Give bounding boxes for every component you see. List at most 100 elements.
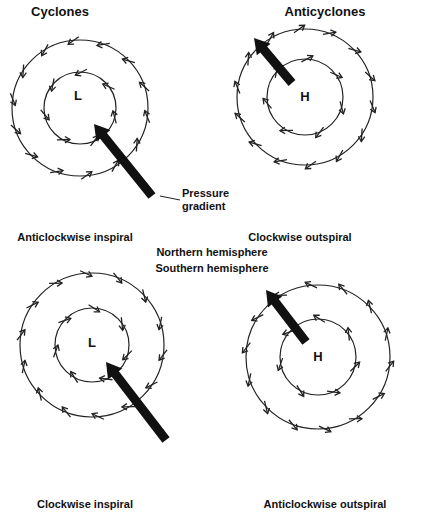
pressure-gradient-arrow [94,124,156,199]
wind-arrow [305,161,316,168]
isobar-circle [246,285,390,429]
wind-arrow [267,33,273,44]
wind-arrowhead [345,328,351,333]
wind-arrowhead [249,140,255,146]
wind-arrowhead [305,163,311,168]
wind-arrowhead [157,324,163,330]
wind-arrowhead [57,280,62,286]
wind-arrowhead [263,98,269,104]
pressure-gradient-arrow [106,362,170,443]
wind-arrow [252,315,264,321]
wind-arrow [112,160,118,171]
wind-arrowhead [336,156,342,162]
wind-arrowhead [354,362,360,368]
wind-arrowhead [65,317,71,323]
wind-arrowhead [86,172,92,177]
wind-arrow [146,382,158,388]
system-caption: Clockwise inspiral [36,498,134,511]
pressure-gradient-arrow [254,38,295,86]
wind-arrow [350,362,359,371]
arrow-label: Pressure gradient [181,187,239,212]
wind-arrow [89,305,100,312]
wind-arrow [242,343,250,353]
column-heading: Cyclones [30,5,90,20]
wind-arrowhead [234,81,240,87]
system-caption: Anticlockwise inspiral [16,231,134,244]
wind-arrowhead [111,111,117,117]
wind-arrow [365,72,375,81]
wind-arrow [11,125,21,134]
wind-arrow [42,44,48,55]
wind-arrowhead [49,86,55,92]
wind-arrowhead [316,132,322,138]
wind-arrowhead [325,427,331,433]
wind-arrow [92,414,104,419]
wind-arrow [373,394,385,400]
pressure-gradient-arrow [266,290,310,345]
wind-arrowhead [366,300,372,306]
wind-arrow [27,302,39,308]
wind-arrowhead [358,136,364,141]
wind-arrowhead [92,413,98,419]
wind-arrow [62,407,70,417]
wind-arrowhead [252,315,258,321]
wind-arrowhead [314,315,320,320]
wind-arrow [68,37,79,44]
wind-arrowhead [274,158,279,164]
wind-arrowhead [53,345,59,351]
wind-arrowhead [388,361,394,367]
wind-arrowhead [307,55,313,61]
wind-arrowhead [65,136,70,142]
wind-arrow [75,69,87,75]
wind-arrowhead [122,57,128,63]
wind-arrowhead [119,325,125,330]
isobar-circle [12,40,148,176]
wind-arrowhead [122,404,127,410]
wind-arrow [289,420,297,430]
wind-arrow [159,350,167,360]
wind-arrow [339,284,347,294]
column-heading: Anticyclones [284,5,367,20]
wind-arrowhead [245,53,251,58]
wind-arrow [305,282,317,287]
hemisphere-label: Southern hemisphere [154,262,269,275]
wind-arrowhead [43,114,49,120]
wind-arrowhead [263,408,269,414]
wind-arrowhead [242,347,248,353]
wind-arrowhead [336,73,342,79]
wind-arrowhead [62,407,68,413]
system-caption: Anticlockwise outspiral [263,498,388,511]
wind-arrowhead [134,138,140,143]
wind-arrowhead [15,128,21,134]
isobar-circle [280,319,356,395]
wind-arrowhead [75,70,81,76]
low-pressure-mark: L [87,336,97,351]
wind-arrowhead [19,330,25,336]
high-pressure-mark: H [312,350,323,365]
wind-arrowhead [146,383,152,389]
wind-arrowhead [384,328,390,334]
wind-arrowhead [330,30,335,36]
wind-arrowhead [41,50,47,56]
wind-arrowhead [100,376,105,382]
high-pressure-mark: H [299,90,310,105]
wind-arrow [319,426,331,431]
wind-arrow [17,330,25,340]
wind-arrowhead [305,282,311,288]
wind-arrowhead [58,168,63,174]
wind-arrow [80,271,92,276]
wind-arrowhead [103,83,109,89]
wind-arrowhead [335,389,340,395]
wind-arrow [41,110,49,120]
wind-arrowhead [280,127,285,133]
wind-arrowhead [370,107,376,113]
wind-arrowhead [355,47,361,53]
wind-arrowhead [116,277,122,283]
wind-arrowhead [159,354,165,360]
wind-arrowhead [369,75,375,81]
wind-arrow [235,113,245,122]
wind-arrowhead [71,372,76,378]
wind-arrowhead [21,360,27,366]
wind-arrowhead [123,354,129,360]
wind-arrowhead [32,152,38,158]
